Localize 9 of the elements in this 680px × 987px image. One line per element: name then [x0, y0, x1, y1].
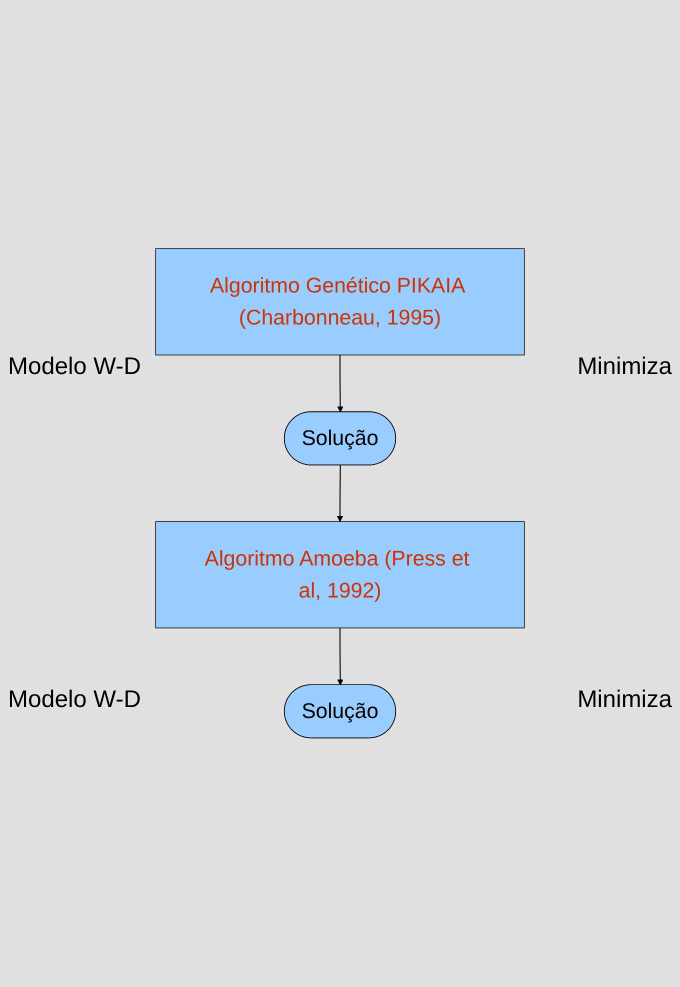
side-label: Minimiza	[577, 352, 672, 381]
side-label: Modelo W-D	[8, 686, 141, 714]
arrow	[337, 355, 344, 413]
side-label: Modelo W-D	[8, 352, 141, 381]
arrow	[337, 628, 344, 686]
node-box: Algoritmo Amoeba (Press et al, 1992)	[155, 522, 525, 629]
side-label: Minimiza	[577, 686, 672, 714]
node-box: Algoritmo Genético PIKAIA (Charbonneau, 1995)	[155, 248, 525, 356]
arrow	[336, 465, 344, 522]
